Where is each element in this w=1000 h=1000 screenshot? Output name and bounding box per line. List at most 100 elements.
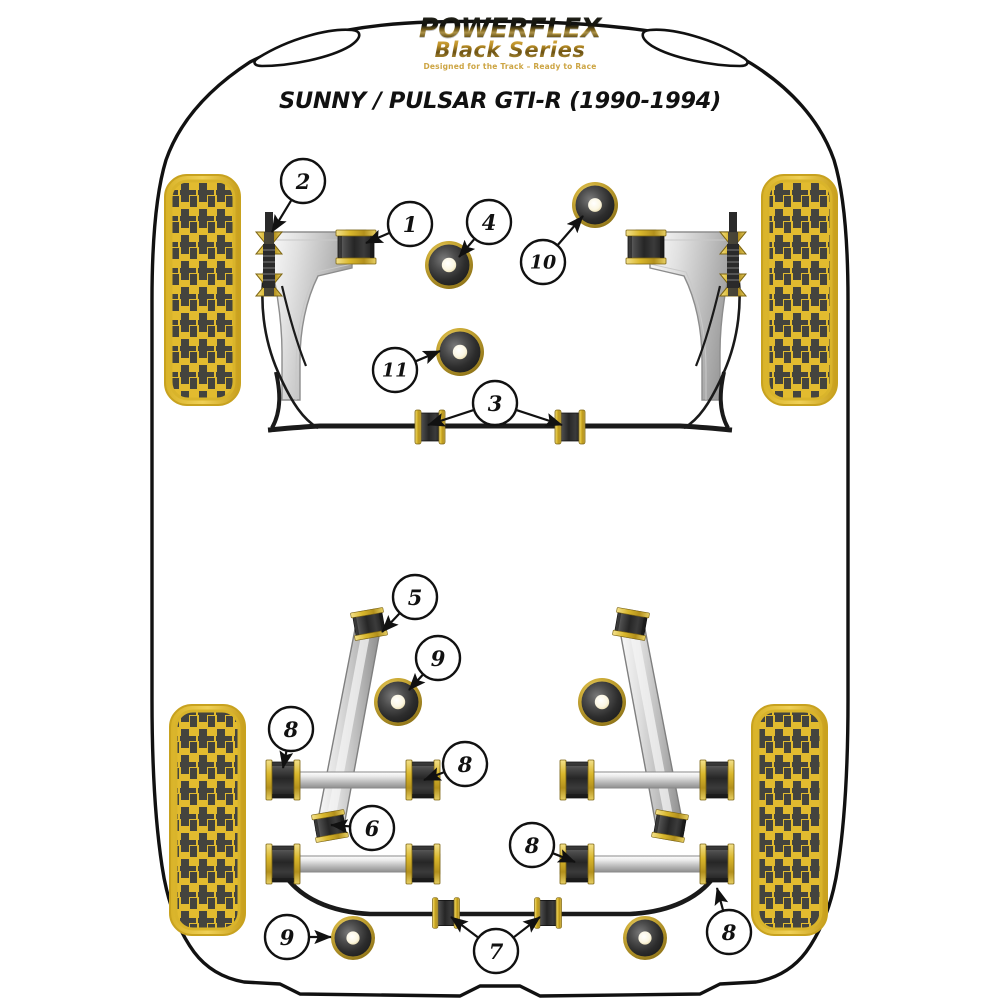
callout-number-2: 2 <box>295 169 311 194</box>
callout-leader-11 <box>415 349 441 364</box>
front-wishbone-bush-left <box>335 229 377 265</box>
callout-number-9: 9 <box>431 646 446 671</box>
callout-number-7: 7 <box>489 939 504 964</box>
callout-circle-8 <box>508 821 556 869</box>
callout-number-3: 3 <box>488 391 503 416</box>
callout-circle-3 <box>471 379 519 427</box>
callout-leader-8 <box>279 750 294 769</box>
rear-lateral-bush-left-upper-inner <box>405 759 441 801</box>
callout-number-1: 1 <box>403 212 418 237</box>
callout-circle-2 <box>279 157 327 205</box>
callout-8[interactable]: 8 <box>267 705 315 769</box>
rear-lateral-bush-right-lower-outer <box>699 843 735 885</box>
callout-8[interactable]: 8 <box>508 821 576 869</box>
callout-6[interactable]: 6 <box>330 804 396 852</box>
callout-leader-1 <box>365 229 390 245</box>
round-bush-group <box>331 182 667 960</box>
wheel-front-right <box>761 174 838 406</box>
wheel-front-left <box>164 174 241 406</box>
callout-number-8: 8 <box>524 833 540 858</box>
front-wishbone-bush-right <box>625 229 667 265</box>
powerflex-logo: POWERFLEX Black Series Designed for the … <box>400 14 620 82</box>
callout-number-5: 5 <box>408 585 423 610</box>
callout-9[interactable]: 9 <box>263 913 332 961</box>
callout-10[interactable]: 10 <box>519 215 584 286</box>
rear-lateral-bush-right-upper-outer <box>699 759 735 801</box>
callout-leader-3 <box>516 409 563 427</box>
rear-upper-lateral-link-right <box>575 771 719 789</box>
callout-number-8: 8 <box>457 752 473 777</box>
callout-leader-3 <box>427 409 474 427</box>
rear-lower-lateral-link-left <box>281 855 425 873</box>
callout-leader-4 <box>458 238 476 258</box>
rear-trailing-arm-bush-right-front <box>612 607 650 641</box>
front-shaft-left <box>263 212 275 288</box>
callout-number-6: 6 <box>365 816 380 841</box>
callout-circle-6 <box>348 804 396 852</box>
bush-11 <box>436 328 484 376</box>
front-arb-bush-left <box>414 409 446 445</box>
callout-11[interactable]: 11 <box>371 346 441 394</box>
callout-number-10: 10 <box>530 252 556 274</box>
rear-lower-lateral-link-right <box>575 855 719 873</box>
callout-leader-8 <box>423 767 444 782</box>
rear-lateral-bush-right-lower-inner <box>559 843 595 885</box>
logo-tagline: Designed for the Track – Ready to Race <box>423 62 597 71</box>
callout-circle-4 <box>465 198 513 246</box>
callout-leader-6 <box>330 819 350 834</box>
front-anti-roll-bar <box>267 371 733 433</box>
logo-brand-name: POWERFLEX <box>400 14 620 44</box>
front-shaft-right <box>727 212 739 288</box>
callout-circle-11 <box>371 346 419 394</box>
callout-5[interactable]: 5 <box>381 573 439 633</box>
wheel-rear-right <box>751 704 828 936</box>
callout-number-4: 4 <box>482 210 497 235</box>
rear-upper-lateral-link-left <box>281 771 425 789</box>
bush-9-rear-right <box>578 678 626 726</box>
wheel-rear-left <box>169 704 246 936</box>
callout-number-8: 8 <box>283 717 299 742</box>
callout-3[interactable]: 3 <box>427 379 563 427</box>
callout-leader-2 <box>271 200 292 233</box>
callout-9[interactable]: 9 <box>408 634 462 691</box>
callout-leader-10 <box>557 215 584 246</box>
callout-8[interactable]: 8 <box>423 740 489 788</box>
callout-8[interactable]: 8 <box>705 887 753 956</box>
callout-number-9: 9 <box>280 925 295 950</box>
callout-circle-10 <box>519 238 567 286</box>
rear-arb-bush-left <box>432 897 460 929</box>
rear-trailing-arm-bush-left-front <box>350 607 388 641</box>
rear-lateral-bush-left-lower-inner <box>405 843 441 885</box>
callout-4[interactable]: 4 <box>458 198 513 258</box>
bush-9-bottom-right <box>623 916 667 960</box>
callout-leader-8 <box>714 887 729 911</box>
callout-number-8: 8 <box>721 920 737 945</box>
callout-circle-7 <box>472 927 520 975</box>
callout-7[interactable]: 7 <box>450 916 541 975</box>
callout-group: 1 2 3 4 5 6 7 8 8 8 8 9 9 10 11 <box>263 157 753 975</box>
callout-leader-7 <box>450 916 479 939</box>
bush-9-bottom-left <box>331 916 375 960</box>
callout-circle-8 <box>267 705 315 753</box>
callout-2[interactable]: 2 <box>271 157 327 233</box>
callout-circle-1 <box>386 200 434 248</box>
callout-leader-9 <box>408 672 426 691</box>
rear-trailing-arm-bush-right-rear <box>651 809 689 843</box>
callout-leader-8 <box>552 849 576 864</box>
callout-circle-9 <box>414 634 462 682</box>
callout-circle-8 <box>441 740 489 788</box>
callout-1[interactable]: 1 <box>365 200 434 248</box>
callout-circle-8 <box>705 908 753 956</box>
rear-anti-roll-bar <box>282 872 718 917</box>
callout-circle-9 <box>263 913 311 961</box>
front-arb-bush-right <box>554 409 586 445</box>
rear-arb-bush-right <box>534 897 562 929</box>
callout-leader-5 <box>381 612 401 633</box>
logo-series-name: Black Series <box>400 39 620 61</box>
rear-lateral-bush-left-lower-outer <box>265 843 301 885</box>
callout-circle-5 <box>391 573 439 621</box>
callout-leader-7 <box>513 916 541 938</box>
page-title: SUNNY / PULSAR GTI-R (1990-1994) <box>278 88 722 114</box>
